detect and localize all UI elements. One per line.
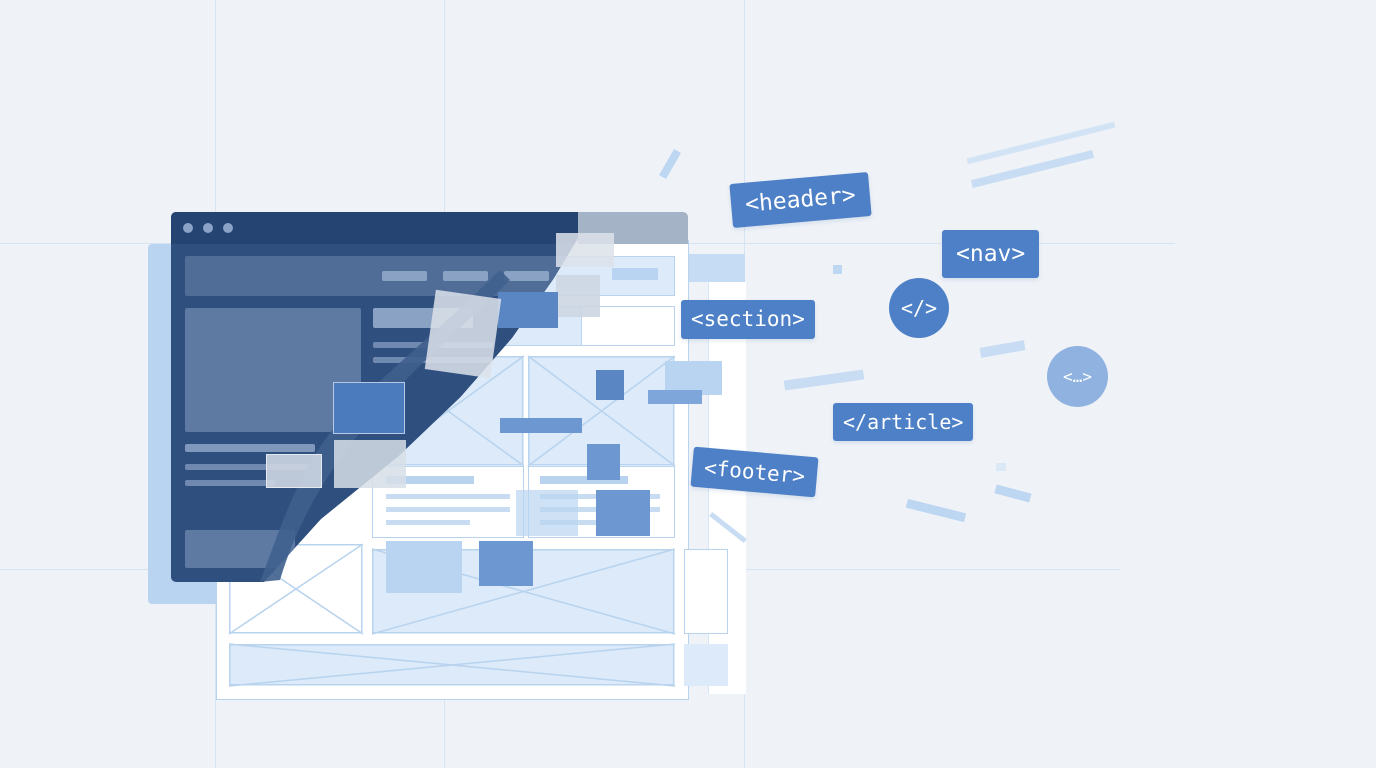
floating-dash xyxy=(905,498,967,523)
header-tag: <header> xyxy=(729,172,872,228)
shard xyxy=(334,440,406,488)
back-panel-right xyxy=(688,254,745,282)
floating-dash xyxy=(659,149,681,179)
peel-curl xyxy=(260,270,510,582)
shard xyxy=(333,382,405,434)
code-circle: </> xyxy=(889,278,949,338)
floating-dash xyxy=(783,369,865,391)
shard xyxy=(556,275,600,317)
text-line xyxy=(386,476,474,484)
floating-dash xyxy=(994,484,1032,503)
shard xyxy=(612,268,658,280)
shard xyxy=(266,454,322,488)
shard xyxy=(516,490,578,536)
window-dot xyxy=(223,223,233,233)
shard xyxy=(587,444,620,480)
shard xyxy=(596,370,624,400)
browser-titlebar xyxy=(171,212,588,244)
text-line xyxy=(386,507,510,512)
browser-nav-link xyxy=(443,271,488,281)
window-dot xyxy=(183,223,193,233)
shard xyxy=(424,289,502,379)
section-tag: <section> xyxy=(681,300,815,339)
browser-text-line xyxy=(185,444,315,452)
footer-placeholder xyxy=(228,643,676,687)
nav-tag: <nav> xyxy=(942,230,1040,278)
browser-hero-block xyxy=(185,308,361,432)
browser-nav-link xyxy=(504,271,549,281)
floating-dash xyxy=(996,463,1006,471)
shard xyxy=(596,490,650,536)
sidebar-card xyxy=(684,549,728,634)
text-line xyxy=(540,520,620,525)
shard xyxy=(648,390,702,404)
browser-text-line xyxy=(185,480,275,486)
floating-dash xyxy=(833,265,842,274)
shard xyxy=(665,361,722,395)
text-line xyxy=(540,476,628,484)
floating-dash xyxy=(979,340,1026,358)
shard xyxy=(479,541,533,586)
window-dot xyxy=(203,223,213,233)
ellipsis-circle: <…> xyxy=(1047,346,1108,407)
text-line xyxy=(386,494,510,499)
browser-text-line xyxy=(185,464,315,470)
browser-nav-link xyxy=(382,271,427,281)
footer-side-block xyxy=(684,644,728,686)
shard xyxy=(500,418,582,433)
shard xyxy=(556,233,614,267)
shard xyxy=(498,292,558,328)
text-line xyxy=(386,520,470,525)
shard xyxy=(386,541,462,593)
article-close-tag: </article> xyxy=(833,403,974,441)
